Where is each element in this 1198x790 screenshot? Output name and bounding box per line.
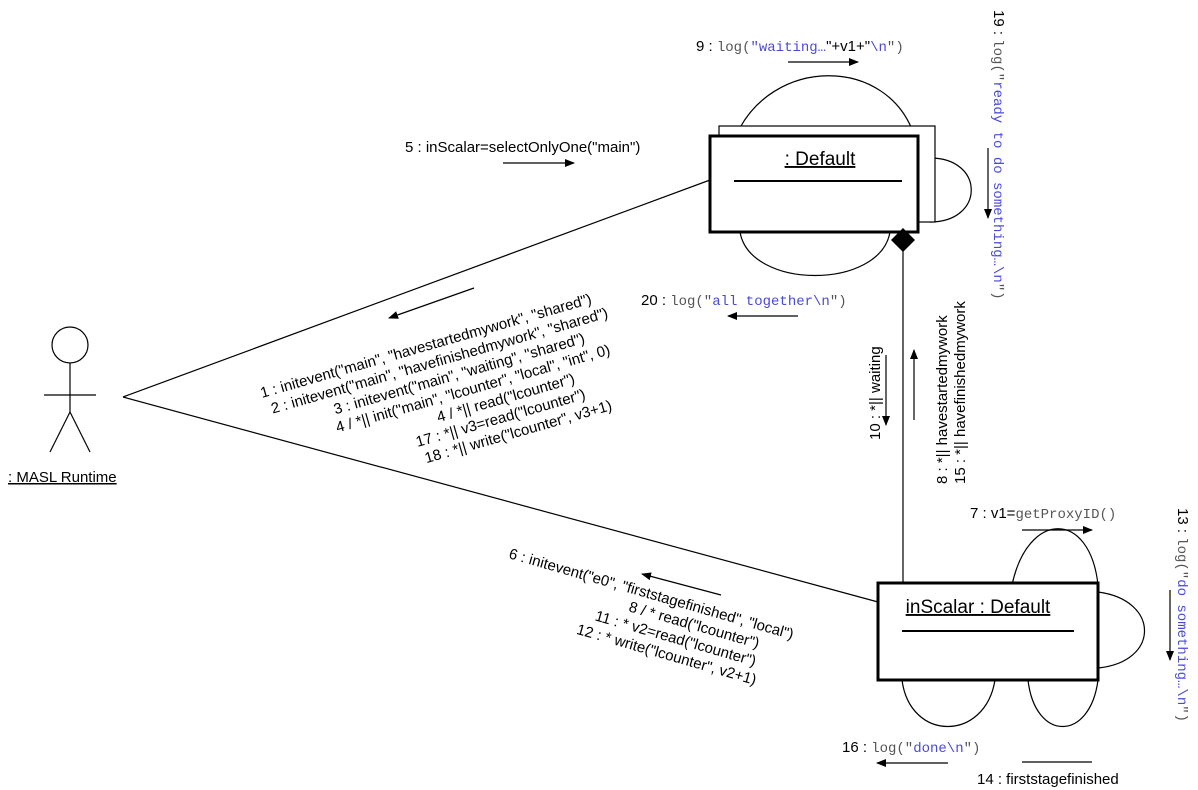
object-inscalar-label: inScalar : Default: [906, 597, 1051, 618]
label-part: done\n: [913, 741, 963, 757]
msg-20-label: 20 : log("all together\n"): [641, 292, 847, 310]
actor-right-leg: [69, 411, 91, 453]
actor-left-leg: [49, 411, 71, 453]
label-part: \n: [870, 40, 887, 56]
label-part: getProxyID(): [1015, 507, 1116, 523]
actor-label: : MASL Runtime: [8, 469, 117, 486]
composition-diamond-icon: [891, 228, 915, 252]
label-part: "): [830, 294, 847, 310]
object-default[interactable]: [708, 134, 920, 234]
msg-8-label: 8 : *|| havestartedmywork: [934, 315, 951, 484]
label-part: log(": [871, 741, 913, 757]
msg-16-label: 16 : log("done\n"): [842, 739, 980, 757]
self-loop-inscalar-bottom-right: [1027, 679, 1099, 728]
label-part: 13 :: [1174, 508, 1191, 537]
self-loop-inscalar-right: [1097, 591, 1146, 669]
msg-7-label: 7 : v1=getProxyID(): [970, 505, 1116, 523]
label-part: log(": [670, 294, 712, 310]
actor-head-icon: [51, 326, 89, 364]
label-part: log(": [1173, 537, 1189, 579]
label-part: 7 : v1=: [970, 505, 1016, 522]
label-part: ready to do something…\n: [989, 81, 1005, 283]
self-loop-default-bottom: [739, 231, 891, 277]
link-actor-inscalar: [122, 396, 879, 603]
actor-message-group: 1 : initevent("main", "havestartedmywork…: [258, 291, 613, 467]
label-part: 19 :: [990, 10, 1007, 39]
label-part: "+v1+": [826, 38, 870, 55]
msg-5-label: 5 : inScalar=selectOnlyOne("main"): [405, 139, 640, 156]
msg-15-label: 15 : *|| havefinishedmywork: [952, 301, 969, 484]
link-actor-default: [122, 179, 711, 398]
self-loop-inscalar-bottom-left: [901, 679, 996, 727]
arrow-inscalar-group: [641, 572, 722, 596]
label-part: "waiting…: [750, 40, 826, 56]
msg-9-label: 9 : log("waiting…"+v1+"\n"): [696, 38, 904, 56]
msg-19-label: 19 : log("ready to do something…\n"): [989, 10, 1007, 300]
self-loop-default-right: [929, 157, 972, 223]
label-part: log(: [717, 40, 751, 56]
label-part: do something…\n: [1173, 579, 1189, 705]
self-loop-default-top: [734, 75, 916, 139]
msg-14-label: 14 : firststagefinished: [977, 771, 1119, 788]
label-part: "): [1173, 705, 1189, 722]
object-default-label: : Default: [785, 149, 856, 170]
arrow-actor-group: [388, 287, 475, 319]
self-loop-inscalar-top: [1011, 528, 1099, 586]
msg-13-label: 13 : log("do something…\n"): [1173, 508, 1191, 722]
label-part: "): [887, 40, 904, 56]
msg-10-label: 10 : *|| waiting: [867, 346, 884, 440]
label-part: all together\n: [712, 294, 830, 310]
label-part: 20 :: [641, 292, 670, 309]
label-part: 9 :: [696, 38, 717, 55]
label-part: log(": [989, 39, 1005, 81]
label-part: "): [964, 741, 981, 757]
actor-stick-figure: [44, 326, 96, 453]
inscalar-message-group: 6 : initevent("e0", "firststagefinished"…: [507, 546, 796, 689]
label-part: "): [989, 283, 1005, 300]
label-part: 16 :: [842, 739, 871, 756]
